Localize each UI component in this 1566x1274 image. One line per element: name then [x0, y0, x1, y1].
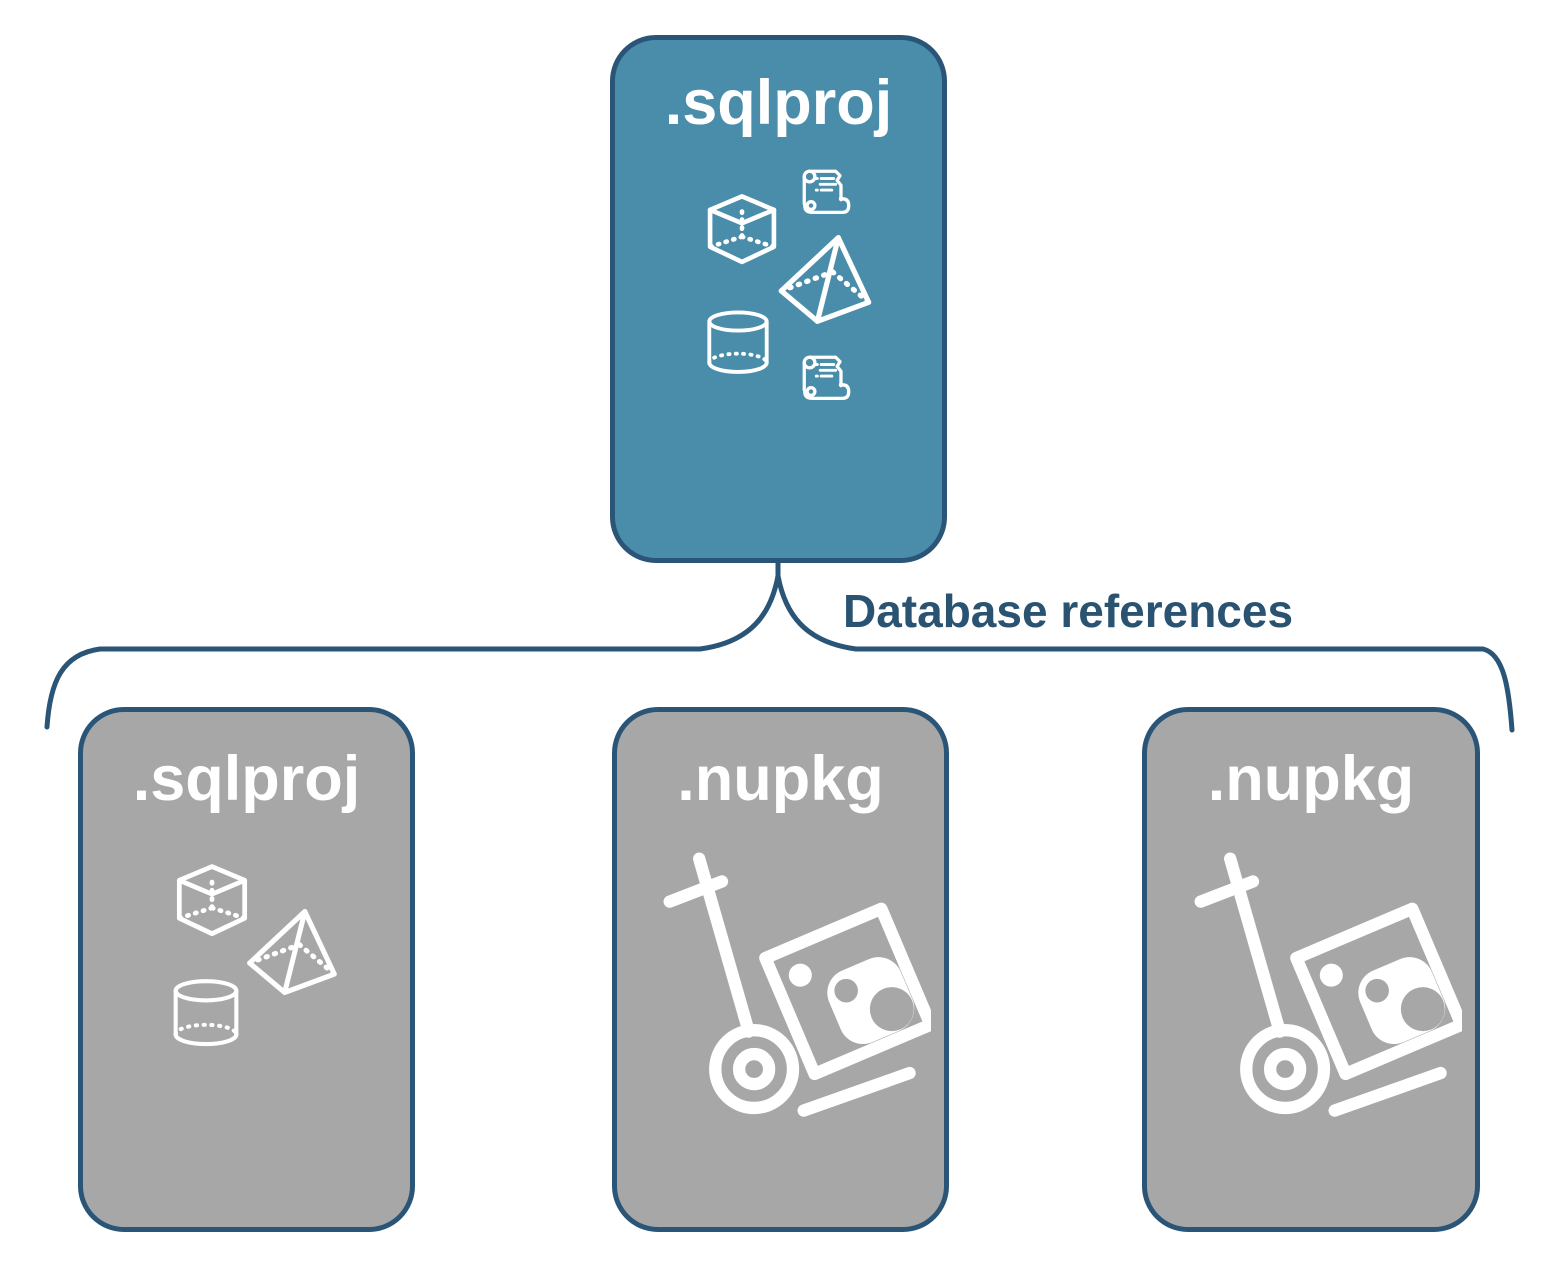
node-child-nupkg-2: .nupkg	[1142, 707, 1480, 1232]
connector-label: Database references	[843, 585, 1294, 637]
hand-truck-icon	[1194, 852, 1462, 1120]
node-child-title: .nupkg	[1207, 744, 1415, 814]
scroll-icon	[802, 355, 851, 400]
node-root-sqlproj: .sqlproj	[610, 35, 947, 563]
pyramid-icon	[240, 906, 344, 998]
cylinder-icon	[169, 972, 243, 1054]
node-child-sqlproj: .sqlproj	[78, 707, 415, 1232]
node-child-nupkg-1: .nupkg	[612, 707, 949, 1232]
node-child-title: .sqlproj	[132, 744, 361, 814]
hand-truck-icon	[663, 852, 931, 1120]
pyramid-icon	[770, 232, 880, 327]
node-root-title: .sqlproj	[664, 68, 893, 138]
cylinder-icon	[707, 310, 769, 374]
node-child-title: .nupkg	[677, 744, 884, 814]
scroll-icon	[802, 169, 851, 214]
